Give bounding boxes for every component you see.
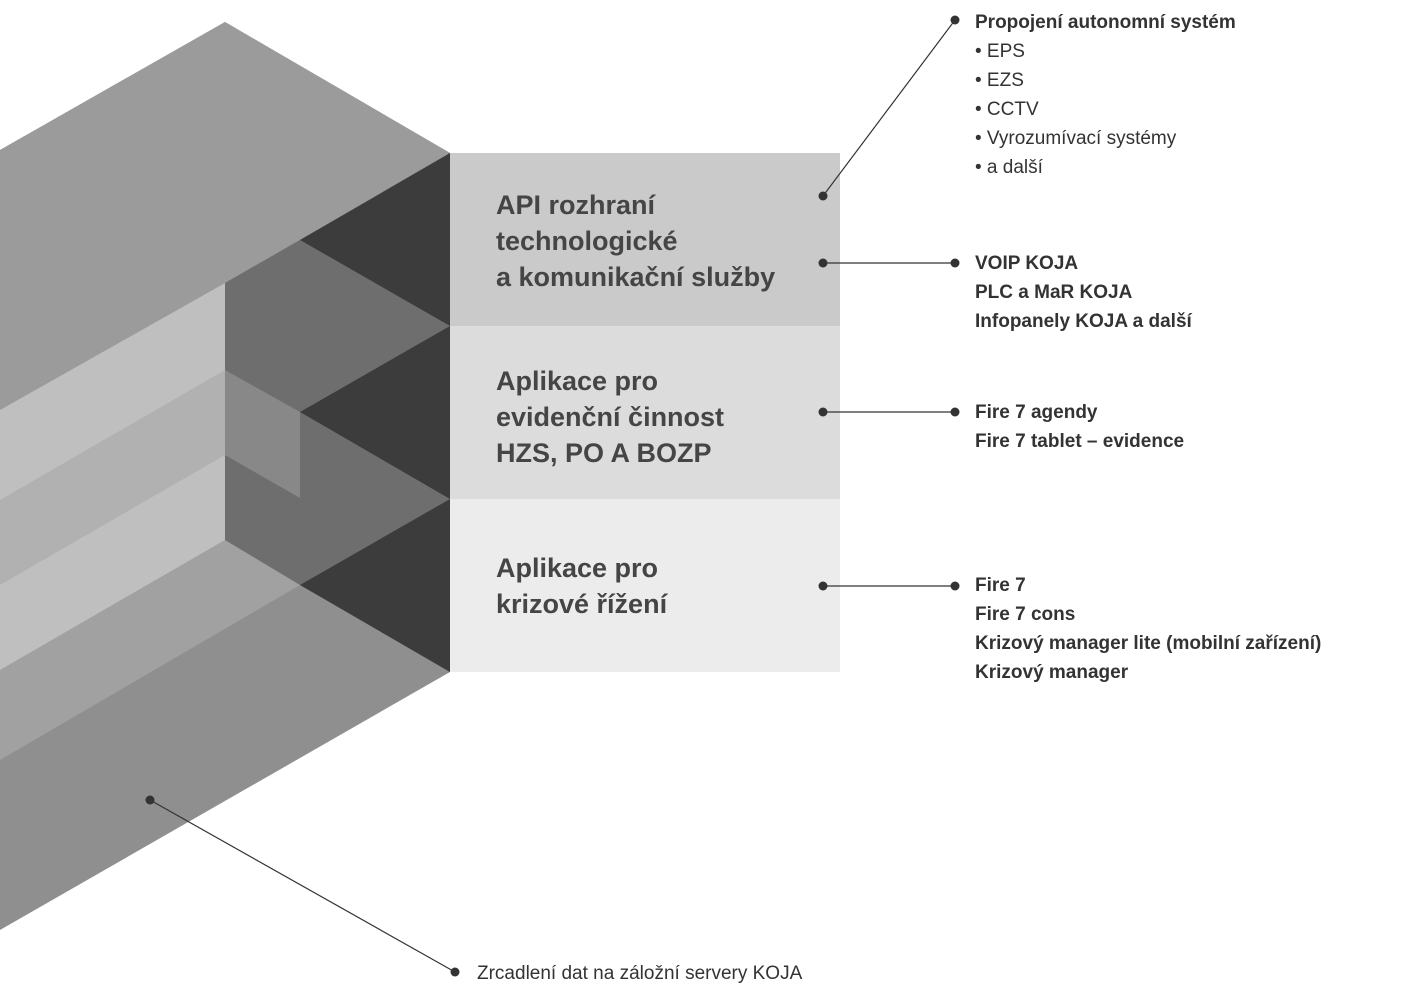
connector-dot xyxy=(818,407,828,417)
callout-title: Propojení autonomní systém xyxy=(975,12,1236,33)
callout-evidence: Fire 7 agendy Fire 7 tablet – evidence xyxy=(975,398,1184,456)
callout-line: PLC a MaR KOJA xyxy=(975,282,1133,303)
callout-line: Infopanely KOJA a další xyxy=(975,311,1192,332)
layer-title-evidence: Aplikace pro evidenční činnost HZS, PO A… xyxy=(496,363,724,471)
base-top-face xyxy=(0,22,450,410)
inner-light-stripe xyxy=(0,370,225,585)
connector-dot xyxy=(950,407,960,417)
layer-box-api xyxy=(450,153,840,326)
callout-list-item: • EPS xyxy=(975,41,1025,62)
layer-title-line: krizové řížení xyxy=(496,589,668,619)
connector-line-backup xyxy=(149,799,456,973)
layer-title-crisis: Aplikace pro krizové řížení xyxy=(496,550,667,622)
callout-list-item: • Vyrozumívací systémy xyxy=(975,128,1177,149)
connector-dot xyxy=(818,581,828,591)
connector-dot xyxy=(818,258,828,268)
dark-face-layer-3 xyxy=(300,499,450,672)
layer-title-line: HZS, PO A BOZP xyxy=(496,438,712,468)
callout-line: Fire 7 tablet – evidence xyxy=(975,431,1185,452)
layer-title-line: API rozhraní xyxy=(496,190,656,220)
layer-title-line: a komunikační služby xyxy=(496,262,776,292)
layer-box-crisis xyxy=(450,499,840,672)
dark-face-layer-2 xyxy=(300,326,450,499)
connector-dot xyxy=(818,191,828,201)
callout-line: Fire 7 xyxy=(975,575,1026,596)
dark-face-layer-1 xyxy=(300,153,450,326)
callout-autonomous: Propojení autonomní systém • EPS • EZS •… xyxy=(975,8,1236,182)
layer-title-line: evidenční činnost xyxy=(496,402,725,432)
callout-backup: Zrcadlení dat na záložní servery KOJA xyxy=(477,963,803,984)
layer-title-line: Aplikace pro xyxy=(496,553,659,583)
callout-line: Fire 7 cons xyxy=(975,604,1076,625)
base-lower-band xyxy=(0,540,300,760)
callout-line: Krizový manager lite (mobilní zařízení) xyxy=(975,633,1322,654)
callout-line: Krizový manager xyxy=(975,662,1129,683)
callout-list-item: • CCTV xyxy=(975,99,1039,120)
callout-crisis: Fire 7 Fire 7 cons Krizový manager lite … xyxy=(975,571,1321,687)
connector-line-autonomous xyxy=(822,19,956,197)
layer-title-line: technologické xyxy=(496,226,678,256)
callout-list-item: • a další xyxy=(975,157,1043,178)
callout-api-services: VOIP KOJA PLC a MaR KOJA Infopanely KOJA… xyxy=(975,249,1192,336)
connector-dot xyxy=(145,795,155,805)
connector-dot xyxy=(950,258,960,268)
layer-title-api: API rozhraní technologické a komunikační… xyxy=(496,187,775,295)
connector-dot xyxy=(950,581,960,591)
connector-dot xyxy=(950,15,960,25)
inner-medium-stripe xyxy=(225,370,300,498)
callout-line: Fire 7 agendy xyxy=(975,402,1098,423)
layer-box-evidence xyxy=(450,326,840,499)
connector-dot xyxy=(450,967,460,977)
callout-list-item: • EZS xyxy=(975,70,1024,91)
layer-title-line: Aplikace pro xyxy=(496,366,659,396)
callout-line: VOIP KOJA xyxy=(975,253,1079,274)
